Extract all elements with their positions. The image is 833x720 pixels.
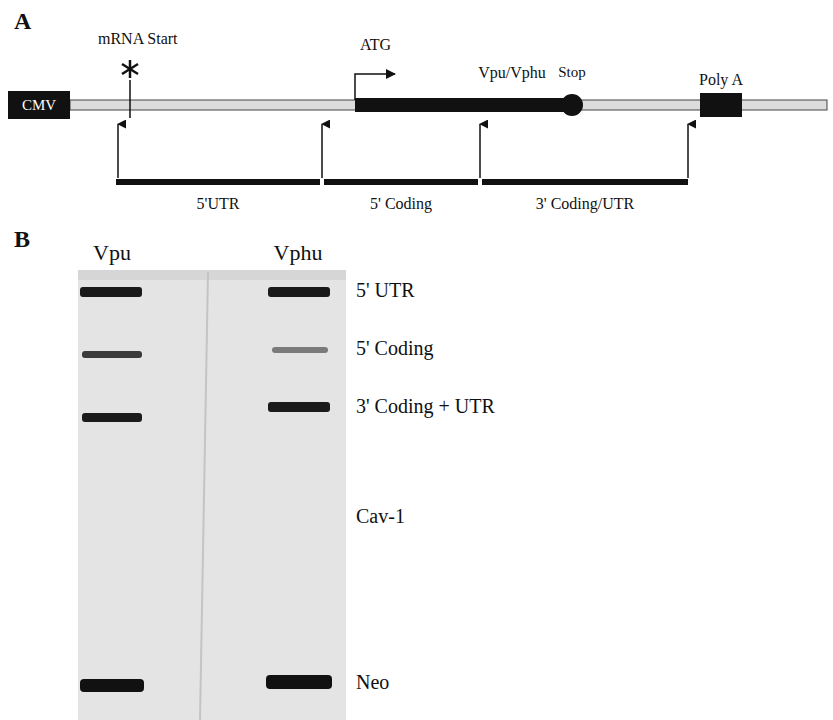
lane-label: Vpu <box>93 240 131 265</box>
lane-label: Vphu <box>274 240 323 265</box>
promoter-box: CMV <box>8 91 70 119</box>
probe-label: 5'UTR <box>197 195 240 213</box>
lane-divider <box>200 272 208 720</box>
band-label: Cav-1 <box>356 505 405 528</box>
gel-bands <box>80 287 332 692</box>
band-label: 3' Coding + UTR <box>356 395 495 418</box>
panel-letter: A <box>14 8 31 36</box>
probe-arrows <box>118 124 688 178</box>
coding-region <box>355 98 567 112</box>
node-text: Poly A <box>699 71 743 89</box>
band-label: 5' UTR <box>356 279 415 302</box>
site-label: mRNA Start <box>98 30 178 48</box>
atg-arrow <box>355 74 395 100</box>
gene-label: Vpu/Vphu <box>478 64 546 82</box>
probe-label: 5' Coding <box>370 195 432 213</box>
stop-symbol <box>561 94 583 116</box>
gel-background <box>78 270 346 720</box>
polya-box: Poly A <box>700 93 742 117</box>
start-tick <box>129 80 131 118</box>
gel-top-edge <box>78 270 346 280</box>
probe-bars <box>116 179 688 185</box>
node-text: CMV <box>22 97 56 114</box>
probe-label: 3' Coding/UTR <box>536 195 634 213</box>
band-label: 5' Coding <box>356 337 434 360</box>
panel-letter: B <box>14 226 30 254</box>
site-label: Stop <box>558 64 586 81</box>
band-label: Neo <box>356 671 389 694</box>
asterisk-symbol <box>122 60 138 78</box>
site-label: ATG <box>360 36 391 54</box>
